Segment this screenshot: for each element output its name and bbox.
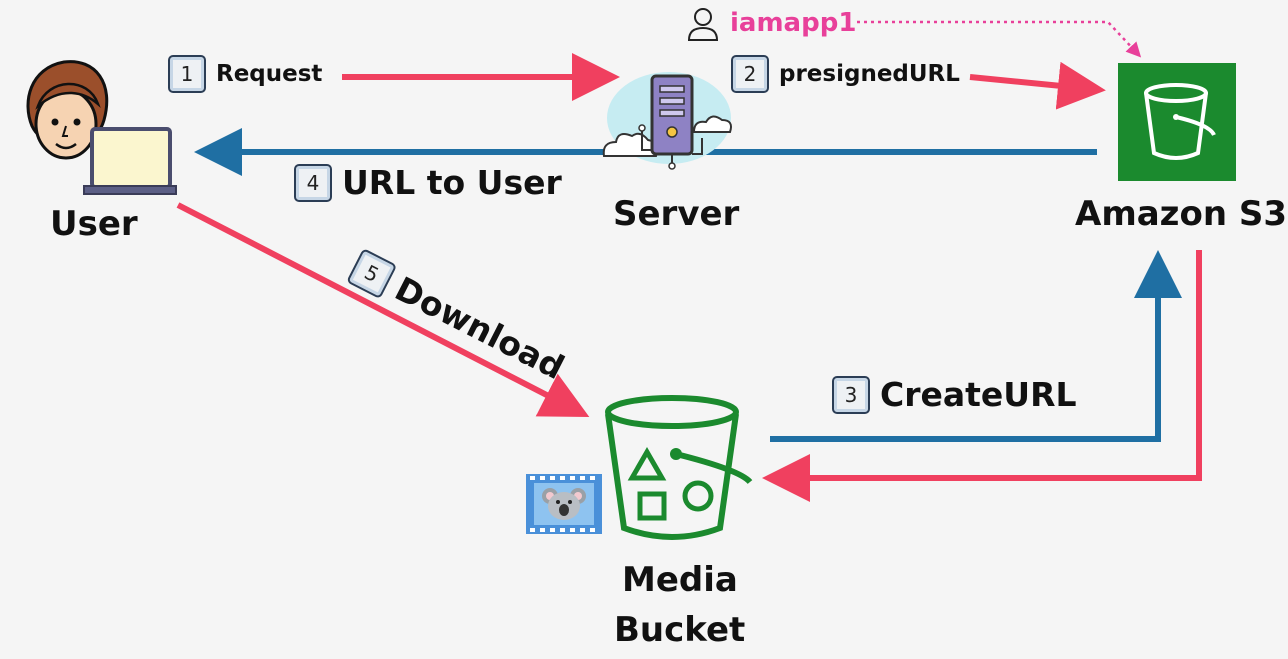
koala-film-icon (526, 474, 602, 534)
iam-dotted-link (857, 20, 1142, 58)
step-request: 1 Request (168, 55, 322, 93)
step-create-url: 3 CreateURL (832, 375, 1077, 414)
step-number-badge: 4 (294, 163, 332, 202)
step-url-to-user: 4 URL to User (294, 163, 562, 202)
media-bucket-icon (605, 395, 753, 540)
user-avatar-icon (26, 60, 109, 160)
laptop-icon (83, 127, 177, 195)
step-number-badge: 1 (168, 55, 206, 93)
step-number-badge: 3 (832, 375, 870, 414)
arrow-presigned-url (969, 61, 1106, 110)
media-bucket-label-line1: Media (622, 560, 738, 600)
user-label: User (50, 204, 138, 244)
step-number-badge: 2 (731, 55, 769, 93)
amazon-s3-label: Amazon S3 (1075, 194, 1288, 234)
step-label: URL to User (342, 163, 562, 202)
step-label: presignedURL (779, 61, 960, 87)
step-label: CreateURL (880, 375, 1077, 414)
iam-user-name: iamapp1 (730, 8, 857, 38)
server-cloud-icon (602, 72, 732, 170)
arrow-create-url (770, 250, 1182, 442)
iam-user-icon (687, 8, 719, 41)
step-presigned-url: 2 presignedURL (731, 55, 960, 93)
amazon-s3-icon (1118, 63, 1236, 181)
arrow-s3-to-bucket (762, 250, 1202, 502)
server-label: Server (613, 194, 740, 234)
media-bucket-label-line2: Bucket (614, 610, 746, 650)
step-label: Request (216, 61, 323, 87)
arrow-download (176, 202, 590, 417)
